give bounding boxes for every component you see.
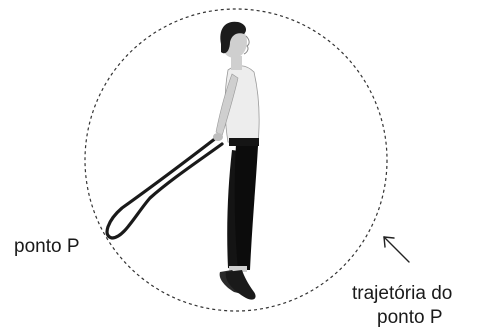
neck — [231, 56, 242, 70]
jumping-person — [213, 22, 259, 300]
waistband — [229, 138, 259, 146]
trajectory-label-line2: ponto P — [377, 307, 443, 329]
hand — [213, 133, 223, 141]
arrow-up-left-icon — [384, 237, 409, 262]
trajectory-label-line1: trajetória do — [352, 283, 452, 305]
jump-rope — [107, 138, 222, 238]
point-p-label: ponto P — [14, 236, 80, 258]
leg-front — [235, 144, 258, 270]
shoe-front — [226, 270, 256, 300]
